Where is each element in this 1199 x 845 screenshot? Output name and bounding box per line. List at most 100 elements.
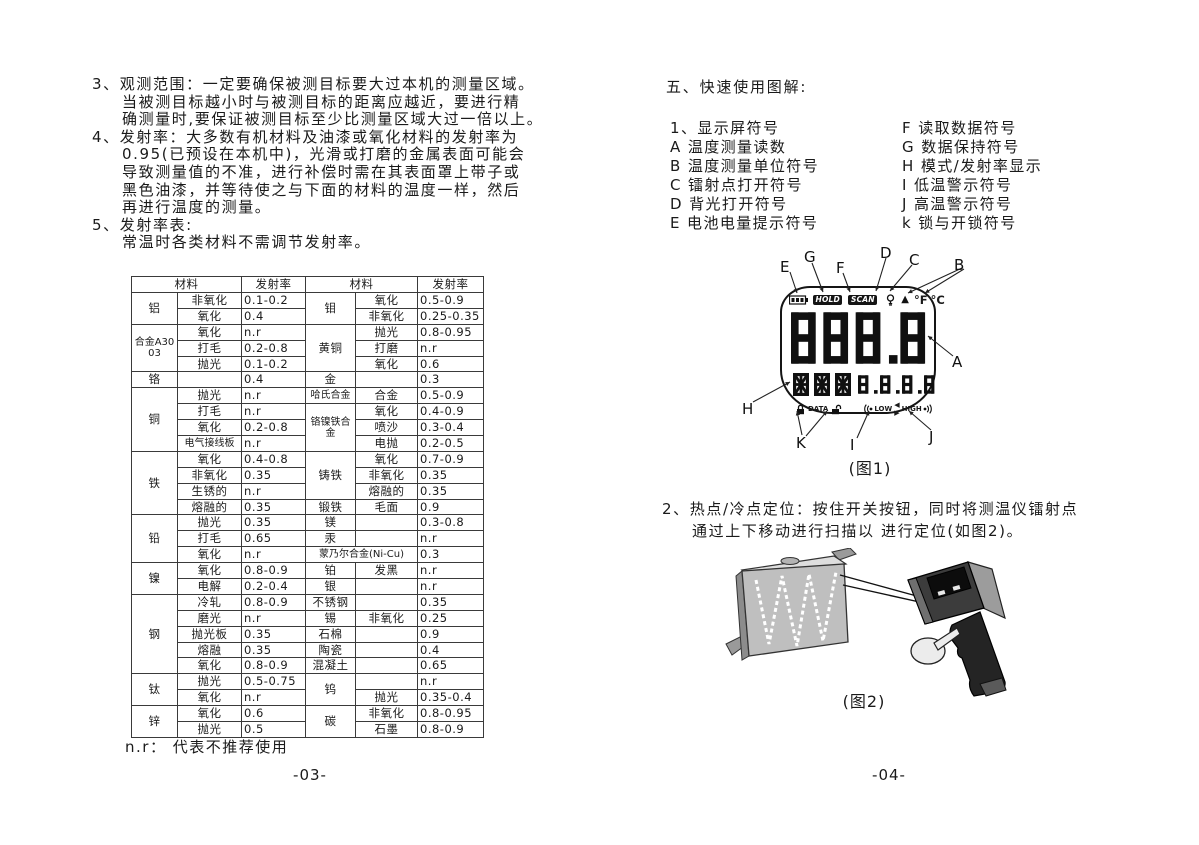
- table-cell: 毛面: [355, 498, 418, 516]
- lcd-top-icon-row: HOLD SCAN ▲ °F °C: [789, 293, 945, 307]
- table-cell: 0.25: [417, 609, 484, 627]
- text-line: 3、观测范围：一定要确保被测目标要大过本机的测量区域。: [92, 75, 535, 93]
- table-cell: 0.5-0.75: [241, 673, 306, 691]
- legend-item: I 低温警示符号: [902, 175, 1013, 194]
- table-cell: 氧化: [177, 450, 242, 468]
- table-cell: 铝: [131, 292, 178, 325]
- lcd-panel-outline: HOLD SCAN ▲ °F °C: [780, 286, 945, 417]
- table-cell: n.r: [417, 530, 484, 548]
- table-cell: 0.65: [241, 530, 306, 548]
- table-cell: 锻铁: [305, 498, 356, 516]
- callout-letter-D: D: [880, 244, 892, 262]
- emissivity-table-header: 材料发射率材料发射率: [131, 276, 484, 293]
- table-cell: 0.4-0.9: [417, 403, 484, 421]
- table-cell: [355, 641, 418, 659]
- table-cell: 0.35: [417, 593, 484, 611]
- table-cell: n.r: [241, 323, 306, 341]
- table-cell: 0.4: [241, 371, 306, 389]
- figure2-caption: (图2): [842, 692, 886, 711]
- table-cell: 发黑: [355, 562, 418, 580]
- table-cell: [355, 578, 418, 595]
- scan-indicator: SCAN: [848, 295, 878, 305]
- table-cell: 打毛: [177, 339, 242, 357]
- legend-item: G 数据保持符号: [902, 137, 1020, 156]
- table-cell: 电解: [177, 578, 242, 595]
- lcd-second-row: [793, 373, 936, 396]
- table-cell: 0.1-0.2: [241, 292, 306, 309]
- table-cell: n.r: [417, 339, 484, 357]
- table-cell: 钢: [131, 593, 178, 675]
- callout-letter-J: J: [929, 428, 934, 446]
- callout-letter-G: G: [804, 248, 816, 266]
- pointing-finger: [933, 627, 961, 651]
- table-cell: 锡: [305, 609, 356, 627]
- table-cell: n.r: [241, 546, 306, 564]
- table-cell: 合金A3003: [131, 323, 178, 373]
- table-cell: 铜: [131, 387, 178, 452]
- battery-icon: [789, 295, 808, 305]
- table-cell: n.r: [241, 403, 306, 421]
- text-line: 再进行温度的测量。: [122, 198, 272, 217]
- table-cell: 0.4: [417, 641, 484, 659]
- beep-icon-right: [923, 404, 932, 414]
- table-cell: 铬镍铁合金: [305, 403, 356, 452]
- table-cell: 0.35: [241, 625, 306, 643]
- table-cell: 打磨: [355, 339, 418, 357]
- table-cell: 0.7-0.9: [417, 450, 484, 468]
- table-cell: 陶瓷: [305, 641, 356, 659]
- table-cell: 抛光: [177, 387, 242, 405]
- table-cell: 镁: [305, 514, 356, 532]
- table-cell: 铁: [131, 450, 178, 516]
- table-cell: 0.4-0.8: [241, 450, 306, 468]
- table-cell: 混凝土: [305, 657, 356, 675]
- table-cell: 0.2-0.8: [241, 419, 306, 437]
- box-cap: [780, 557, 800, 565]
- legend-item: k 锁与开锁符号: [902, 213, 1017, 232]
- nr-footnote: n.r： 代表不推荐使用: [125, 738, 289, 756]
- table-cell: 熔融: [177, 641, 242, 659]
- main-temperature-display: [791, 310, 927, 366]
- table-header-cell: 发射率: [241, 276, 306, 293]
- table-cell: n.r: [241, 387, 306, 405]
- table-cell: 非氧化: [177, 292, 242, 309]
- table-cell: 氧化: [177, 323, 242, 341]
- text-line: 确测量时,要保证被测目标至少比测量区域大过一倍以上。: [122, 110, 544, 129]
- backlight-bulb-icon: [886, 294, 895, 306]
- callout-letter-B: B: [954, 256, 965, 274]
- table-cell: 抛光板: [177, 625, 242, 643]
- table-cell: [355, 530, 418, 548]
- lcd-bottom-icon-row: DATA LOW ◀ ▶ HIGH: [796, 401, 932, 417]
- figure1-caption: (图1): [848, 459, 892, 478]
- callout-letter-F: F: [836, 259, 845, 277]
- table-cell: 非氧化: [355, 307, 418, 325]
- table-cell: 0.8-0.9: [241, 657, 306, 675]
- table-cell: 氧化: [177, 419, 242, 437]
- secondary-digit-display: [858, 373, 936, 396]
- table-cell: 蒙乃尔合金(Ni-Cu): [305, 546, 418, 564]
- table-cell: 0.8-0.95: [417, 323, 484, 341]
- table-cell: 打毛: [177, 530, 242, 548]
- table-cell: 0.2-0.5: [417, 435, 484, 452]
- left-page-paragraphs: 3、观测范围：一定要确保被测目标要大过本机的测量区域。当被测目标越小时与被测目标…: [92, 75, 597, 252]
- box-front-face: [741, 563, 849, 657]
- table-cell: 氧化: [355, 450, 418, 468]
- table-cell: 铸铁: [305, 450, 356, 500]
- table-cell: 石墨: [355, 721, 418, 738]
- table-cell: 0.25-0.35: [417, 307, 484, 325]
- table-cell: n.r: [241, 435, 306, 452]
- legend-item: B 温度测量单位符号: [670, 156, 820, 175]
